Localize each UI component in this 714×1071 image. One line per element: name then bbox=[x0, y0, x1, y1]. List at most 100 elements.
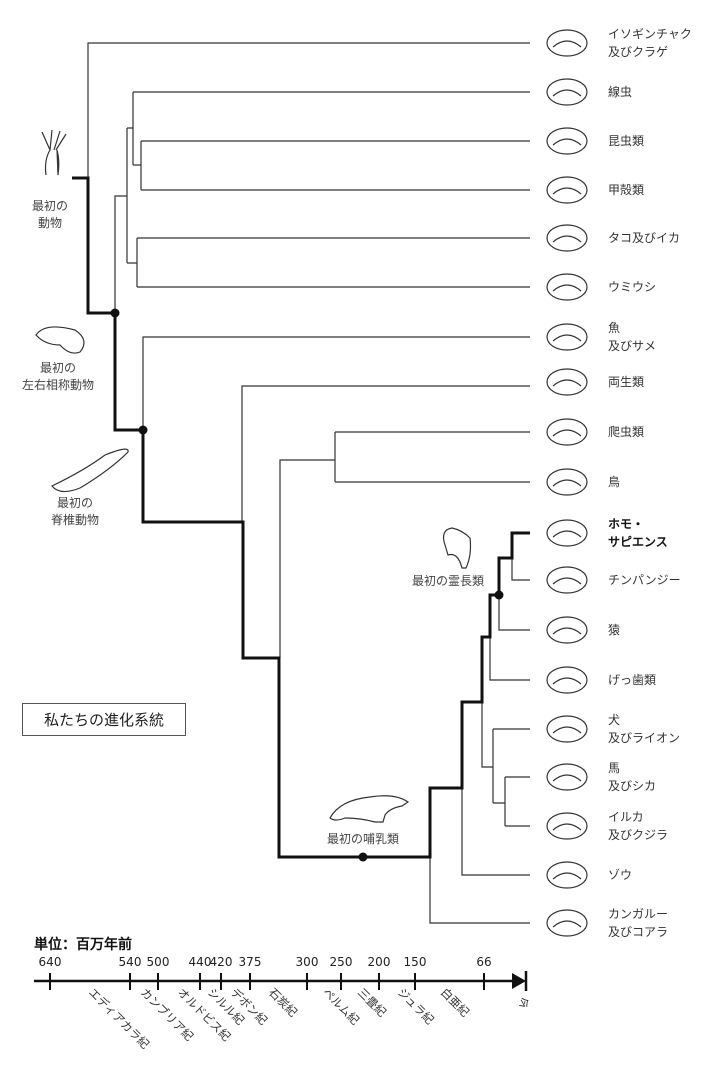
leaf-7: 両生類 bbox=[546, 368, 644, 396]
leaf-label: 線虫 bbox=[608, 84, 632, 99]
leaf-5: ウミウシ bbox=[546, 273, 656, 301]
leaf-label: 及びシカ bbox=[608, 779, 656, 793]
leaf-1: 線虫 bbox=[546, 78, 632, 106]
now-label: 今 bbox=[514, 995, 532, 1012]
human-icon bbox=[546, 519, 588, 547]
leaf-label: カンガルー bbox=[608, 907, 668, 921]
first-bilateral-label-2: 左右相称動物 bbox=[22, 377, 94, 392]
tick-label: 375 bbox=[239, 955, 262, 969]
leaf-label: イルカ bbox=[608, 810, 644, 824]
leaf-3: 甲殻類 bbox=[546, 176, 644, 204]
first-primate-label: 最初の霊長類 bbox=[412, 574, 484, 588]
leaf-label: 鳥 bbox=[608, 474, 620, 489]
leaf-label: 昆虫類 bbox=[608, 134, 644, 148]
kangaroo-icon bbox=[546, 909, 588, 937]
tick-label: 200 bbox=[368, 955, 391, 969]
node-dot-vertebrate bbox=[138, 425, 148, 435]
unit-label: 単位：百万年前 bbox=[34, 937, 132, 953]
first-vertebrate-label-2: 脊椎動物 bbox=[51, 512, 99, 527]
early-primate-icon bbox=[442, 527, 472, 569]
crab-icon bbox=[546, 176, 588, 204]
timeline-axis bbox=[34, 971, 528, 991]
leaf-label: 及びクラゲ bbox=[608, 45, 668, 59]
leaf-label: チンパンジー bbox=[608, 573, 681, 587]
octopus-icon bbox=[546, 224, 588, 252]
flatworm-icon bbox=[35, 326, 85, 354]
leaf-label: 馬 bbox=[608, 761, 620, 775]
first-mammal-label: 最初の哺乳類 bbox=[327, 832, 399, 846]
monkey-icon bbox=[546, 616, 588, 644]
leaf-11: チンパンジー bbox=[546, 566, 681, 594]
first-animal-label-2: 動物 bbox=[38, 216, 62, 230]
leaf-9: 鳥 bbox=[546, 468, 620, 496]
leaf-label: イソギンチャク bbox=[608, 27, 692, 41]
leaf-12: 猿 bbox=[546, 616, 620, 644]
leaf-label: 甲殻類 bbox=[608, 183, 644, 197]
leaf-label: ウミウシ bbox=[608, 280, 656, 294]
tick-label: 500 bbox=[147, 955, 170, 969]
leaf-10: ホモ・サピエンス bbox=[546, 517, 668, 549]
early-mammal-icon bbox=[329, 795, 410, 823]
early-vertebrate-icon bbox=[51, 448, 129, 493]
leaf-label: 犬 bbox=[608, 713, 620, 727]
leaf-label: タコ及びイカ bbox=[608, 231, 680, 245]
rodent-icon bbox=[546, 666, 588, 694]
period-label: ペルム紀 bbox=[320, 985, 363, 1028]
dog-icon bbox=[546, 715, 588, 743]
bird-icon bbox=[546, 468, 588, 496]
period-label: 白亜紀 bbox=[438, 985, 473, 1020]
leaf-label: ホモ・ bbox=[608, 517, 644, 531]
period-label: ジュラ紀 bbox=[395, 985, 437, 1027]
human-lineage bbox=[72, 176, 530, 859]
leaf-17: ゾウ bbox=[546, 861, 632, 889]
leaf-label: 両生類 bbox=[608, 375, 644, 389]
leaf-4: タコ及びイカ bbox=[546, 224, 680, 252]
tick-label: 300 bbox=[296, 955, 319, 969]
tick-label: 440 bbox=[189, 955, 212, 969]
tick-label: 420 bbox=[210, 955, 233, 969]
tick-label: 66 bbox=[476, 955, 491, 969]
first-animal-label-1: 最初の bbox=[32, 199, 68, 213]
node-dot-primate bbox=[494, 590, 504, 600]
leaf-8: 爬虫類 bbox=[546, 418, 644, 446]
leaf-label: 爬虫類 bbox=[608, 425, 644, 439]
leaf-label: 猿 bbox=[608, 622, 620, 637]
sea-slug-icon bbox=[546, 273, 588, 301]
horse-icon bbox=[546, 763, 588, 791]
arrow-head-icon bbox=[512, 973, 526, 989]
jellyfish-icon bbox=[546, 29, 588, 57]
fish-icon bbox=[546, 323, 588, 351]
leaf-label: げっ歯類 bbox=[608, 673, 656, 687]
first-bilateral-label-1: 最初の bbox=[40, 361, 76, 375]
period-label: 石炭紀 bbox=[266, 985, 301, 1020]
insect-icon bbox=[546, 127, 588, 155]
first-animal-icon bbox=[41, 129, 67, 176]
nematode-icon bbox=[546, 78, 588, 106]
leaf-label: ゾウ bbox=[608, 868, 632, 882]
tick-label: 150 bbox=[404, 955, 427, 969]
whale-icon bbox=[546, 812, 588, 840]
leaf-label: 及びサメ bbox=[608, 339, 656, 353]
leaf-label: 及びクジラ bbox=[608, 828, 668, 842]
leaf-label: サピエンス bbox=[608, 535, 668, 549]
node-dot-bilateral bbox=[110, 308, 120, 318]
leaf-label: 及びコアラ bbox=[608, 925, 668, 939]
leaf-label: 魚 bbox=[608, 321, 620, 335]
elephant-icon bbox=[546, 861, 588, 889]
tick-label: 540 bbox=[119, 955, 142, 969]
leaf-label: 及びライオン bbox=[608, 731, 680, 745]
tree-branches bbox=[87, 42, 530, 924]
tick-label: 250 bbox=[330, 955, 353, 969]
leaf-13: げっ歯類 bbox=[546, 666, 656, 694]
frog-icon bbox=[546, 368, 588, 396]
leaf-2: 昆虫類 bbox=[546, 127, 644, 155]
tick-label: 640 bbox=[39, 955, 62, 969]
diagram-title: 私たちの進化系統 bbox=[22, 703, 186, 736]
